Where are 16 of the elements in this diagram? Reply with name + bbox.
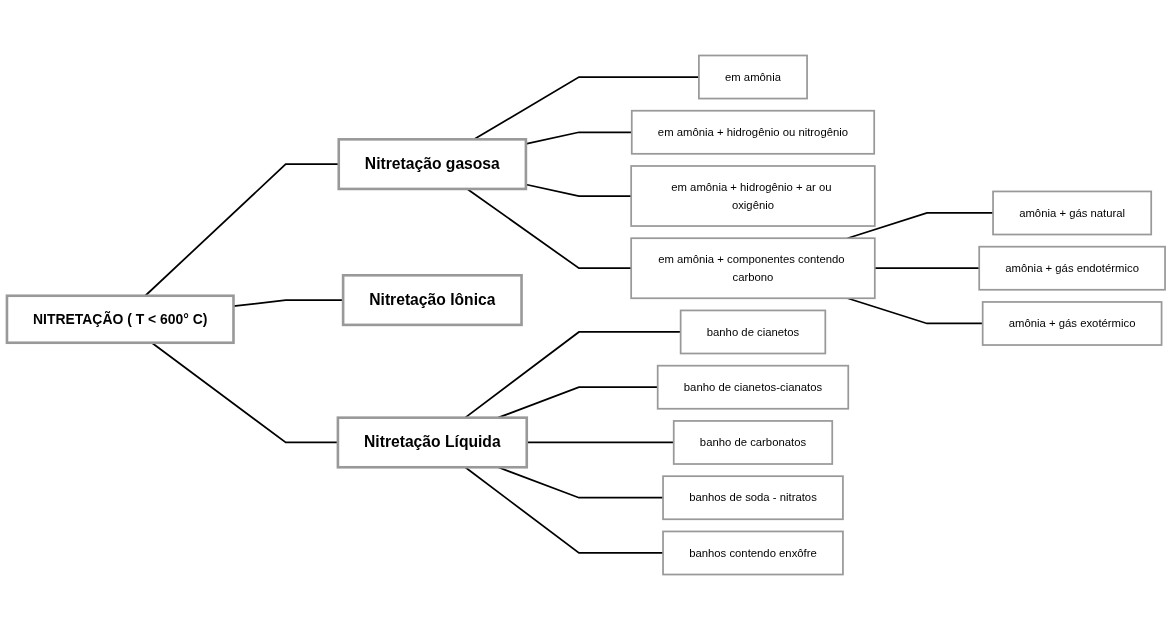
node-box: banhos de soda - nitratos	[662, 475, 844, 521]
node-box: NITRETAÇÃO ( T < 600° C)	[5, 294, 235, 345]
node-box: banho de cianetos	[679, 309, 827, 355]
node-box: amônia + gás natural	[992, 190, 1153, 236]
node-box: em amônia	[698, 54, 808, 100]
node-box: em amônia + hidrogênio ou nitrogênio	[630, 109, 876, 155]
node-box: Nitretação Líquida	[336, 416, 529, 469]
node-box: banhos contendo enxôfre	[662, 530, 844, 576]
node-box: em amônia + hidrogênio + ar ou oxigênio	[630, 165, 876, 227]
node-box: banho de cianetos-cianatos	[656, 364, 850, 410]
node-box: Nitretação Iônica	[341, 274, 523, 327]
node-box: banho de carbonatos	[672, 420, 834, 465]
node-box: Nitretação gasosa	[337, 138, 528, 191]
node-box: amônia + gás exotérmico	[981, 301, 1163, 346]
node-box: em amônia + componentes contendo carbono	[630, 237, 876, 300]
node-box: amônia + gás endotérmico	[978, 245, 1166, 291]
